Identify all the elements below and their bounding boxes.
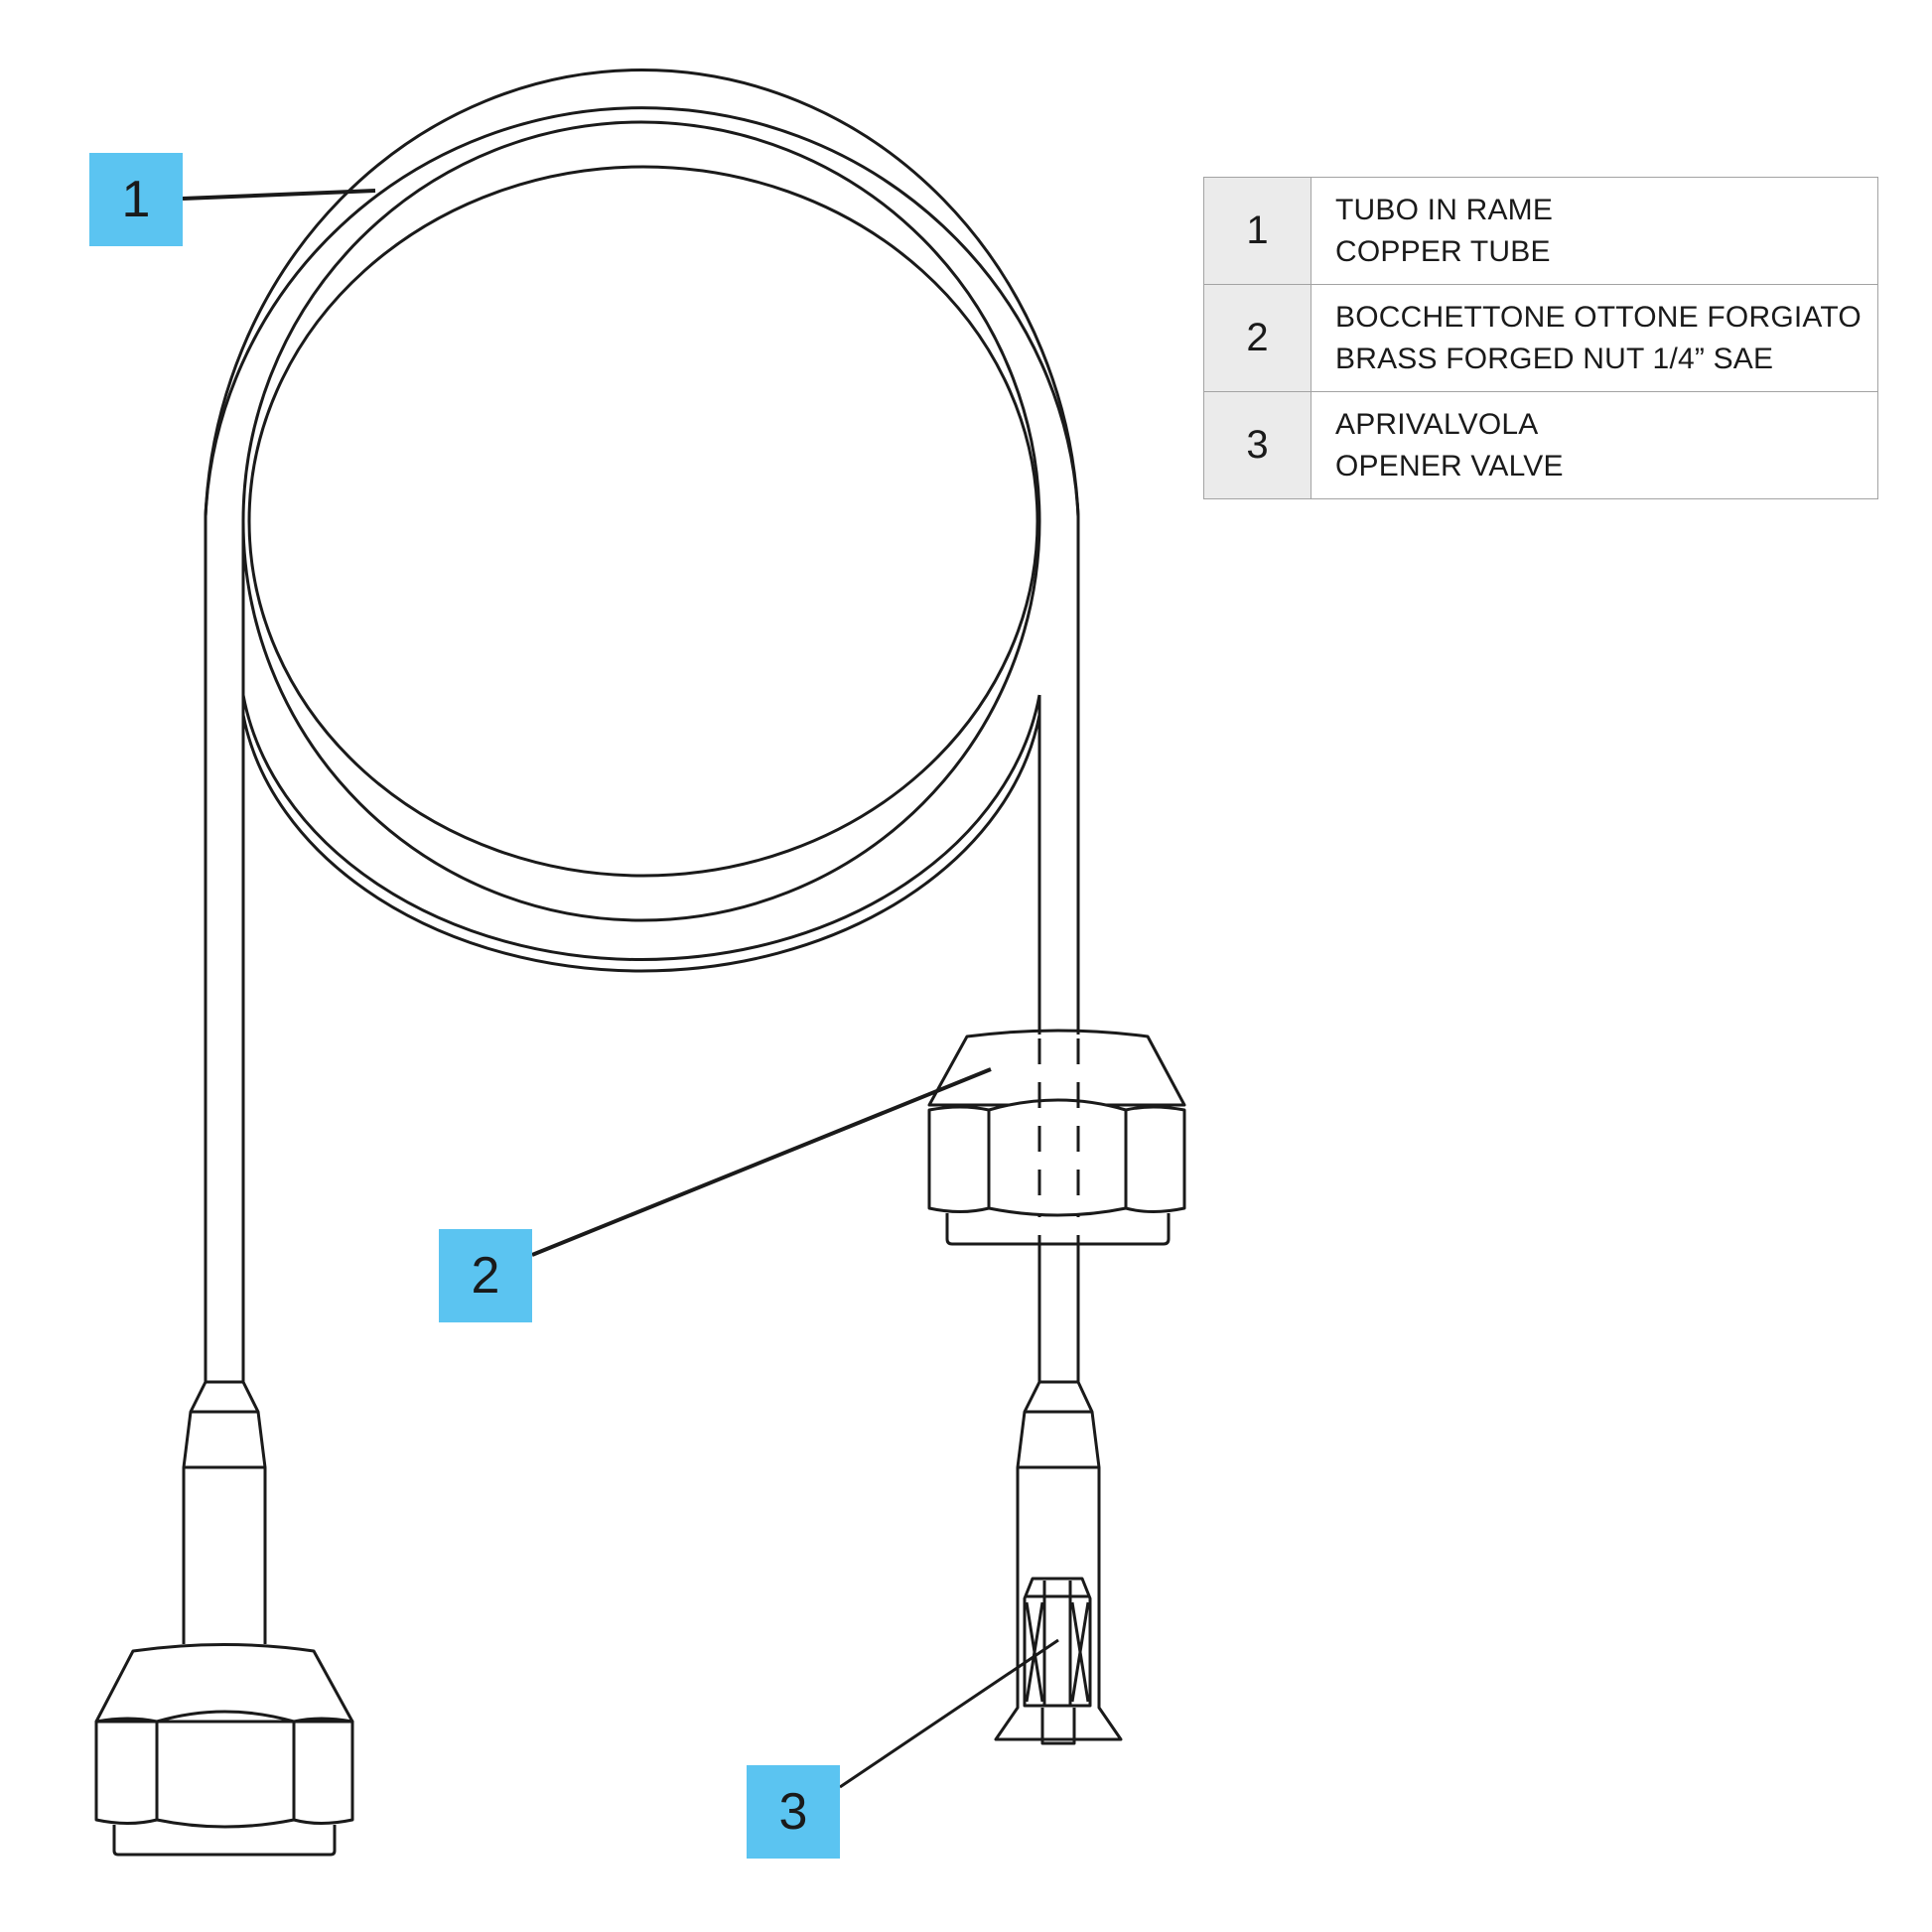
callout-box-2: [439, 1229, 532, 1322]
right-flare-nut: [927, 1029, 1186, 1246]
left-flare-nut: [94, 1643, 354, 1857]
leader-line-3: [839, 1638, 1059, 1789]
part-name-english: OPENER VALVE: [1335, 449, 1564, 483]
leader-line-2: [531, 1067, 992, 1257]
parts-row: 1 TUBO IN RAME COPPER TUBE: [1203, 177, 1878, 285]
valve-opener: [1023, 1577, 1092, 1745]
leader-line-1: [182, 189, 376, 201]
callout-label-3: 3: [778, 1783, 808, 1841]
part-description: TUBO IN RAME COPPER TUBE: [1311, 177, 1878, 285]
part-name-italian: BOCCHETTONE OTTONE FORGIATO: [1335, 300, 1862, 334]
left-end-fitting: [182, 1380, 267, 1644]
part-description: BOCCHETTONE OTTONE FORGIATO BRASS FORGED…: [1311, 284, 1878, 392]
part-description: APRIVALVOLA OPENER VALVE: [1311, 391, 1878, 499]
callout-label-2: 2: [471, 1247, 500, 1305]
part-name-italian: APRIVALVOLA: [1335, 407, 1539, 441]
callout-box-3: [747, 1765, 840, 1859]
part-number: 3: [1203, 391, 1311, 499]
right-end-fitting: [994, 1380, 1123, 1741]
part-number: 1: [1203, 177, 1311, 285]
part-name-english: COPPER TUBE: [1335, 234, 1551, 268]
part-name-english: BRASS FORGED NUT 1/4” SAE: [1335, 342, 1774, 375]
callout-label-1: 1: [121, 171, 151, 228]
part-number: 2: [1203, 284, 1311, 392]
callout-box-1: [89, 153, 183, 246]
part-name-italian: TUBO IN RAME: [1335, 193, 1554, 226]
parts-legend-table: 1 TUBO IN RAME COPPER TUBE 2 BOCCHETTONE…: [1203, 177, 1878, 499]
parts-row: 3 APRIVALVOLA OPENER VALVE: [1203, 391, 1878, 499]
parts-row: 2 BOCCHETTONE OTTONE FORGIATO BRASS FORG…: [1203, 284, 1878, 392]
